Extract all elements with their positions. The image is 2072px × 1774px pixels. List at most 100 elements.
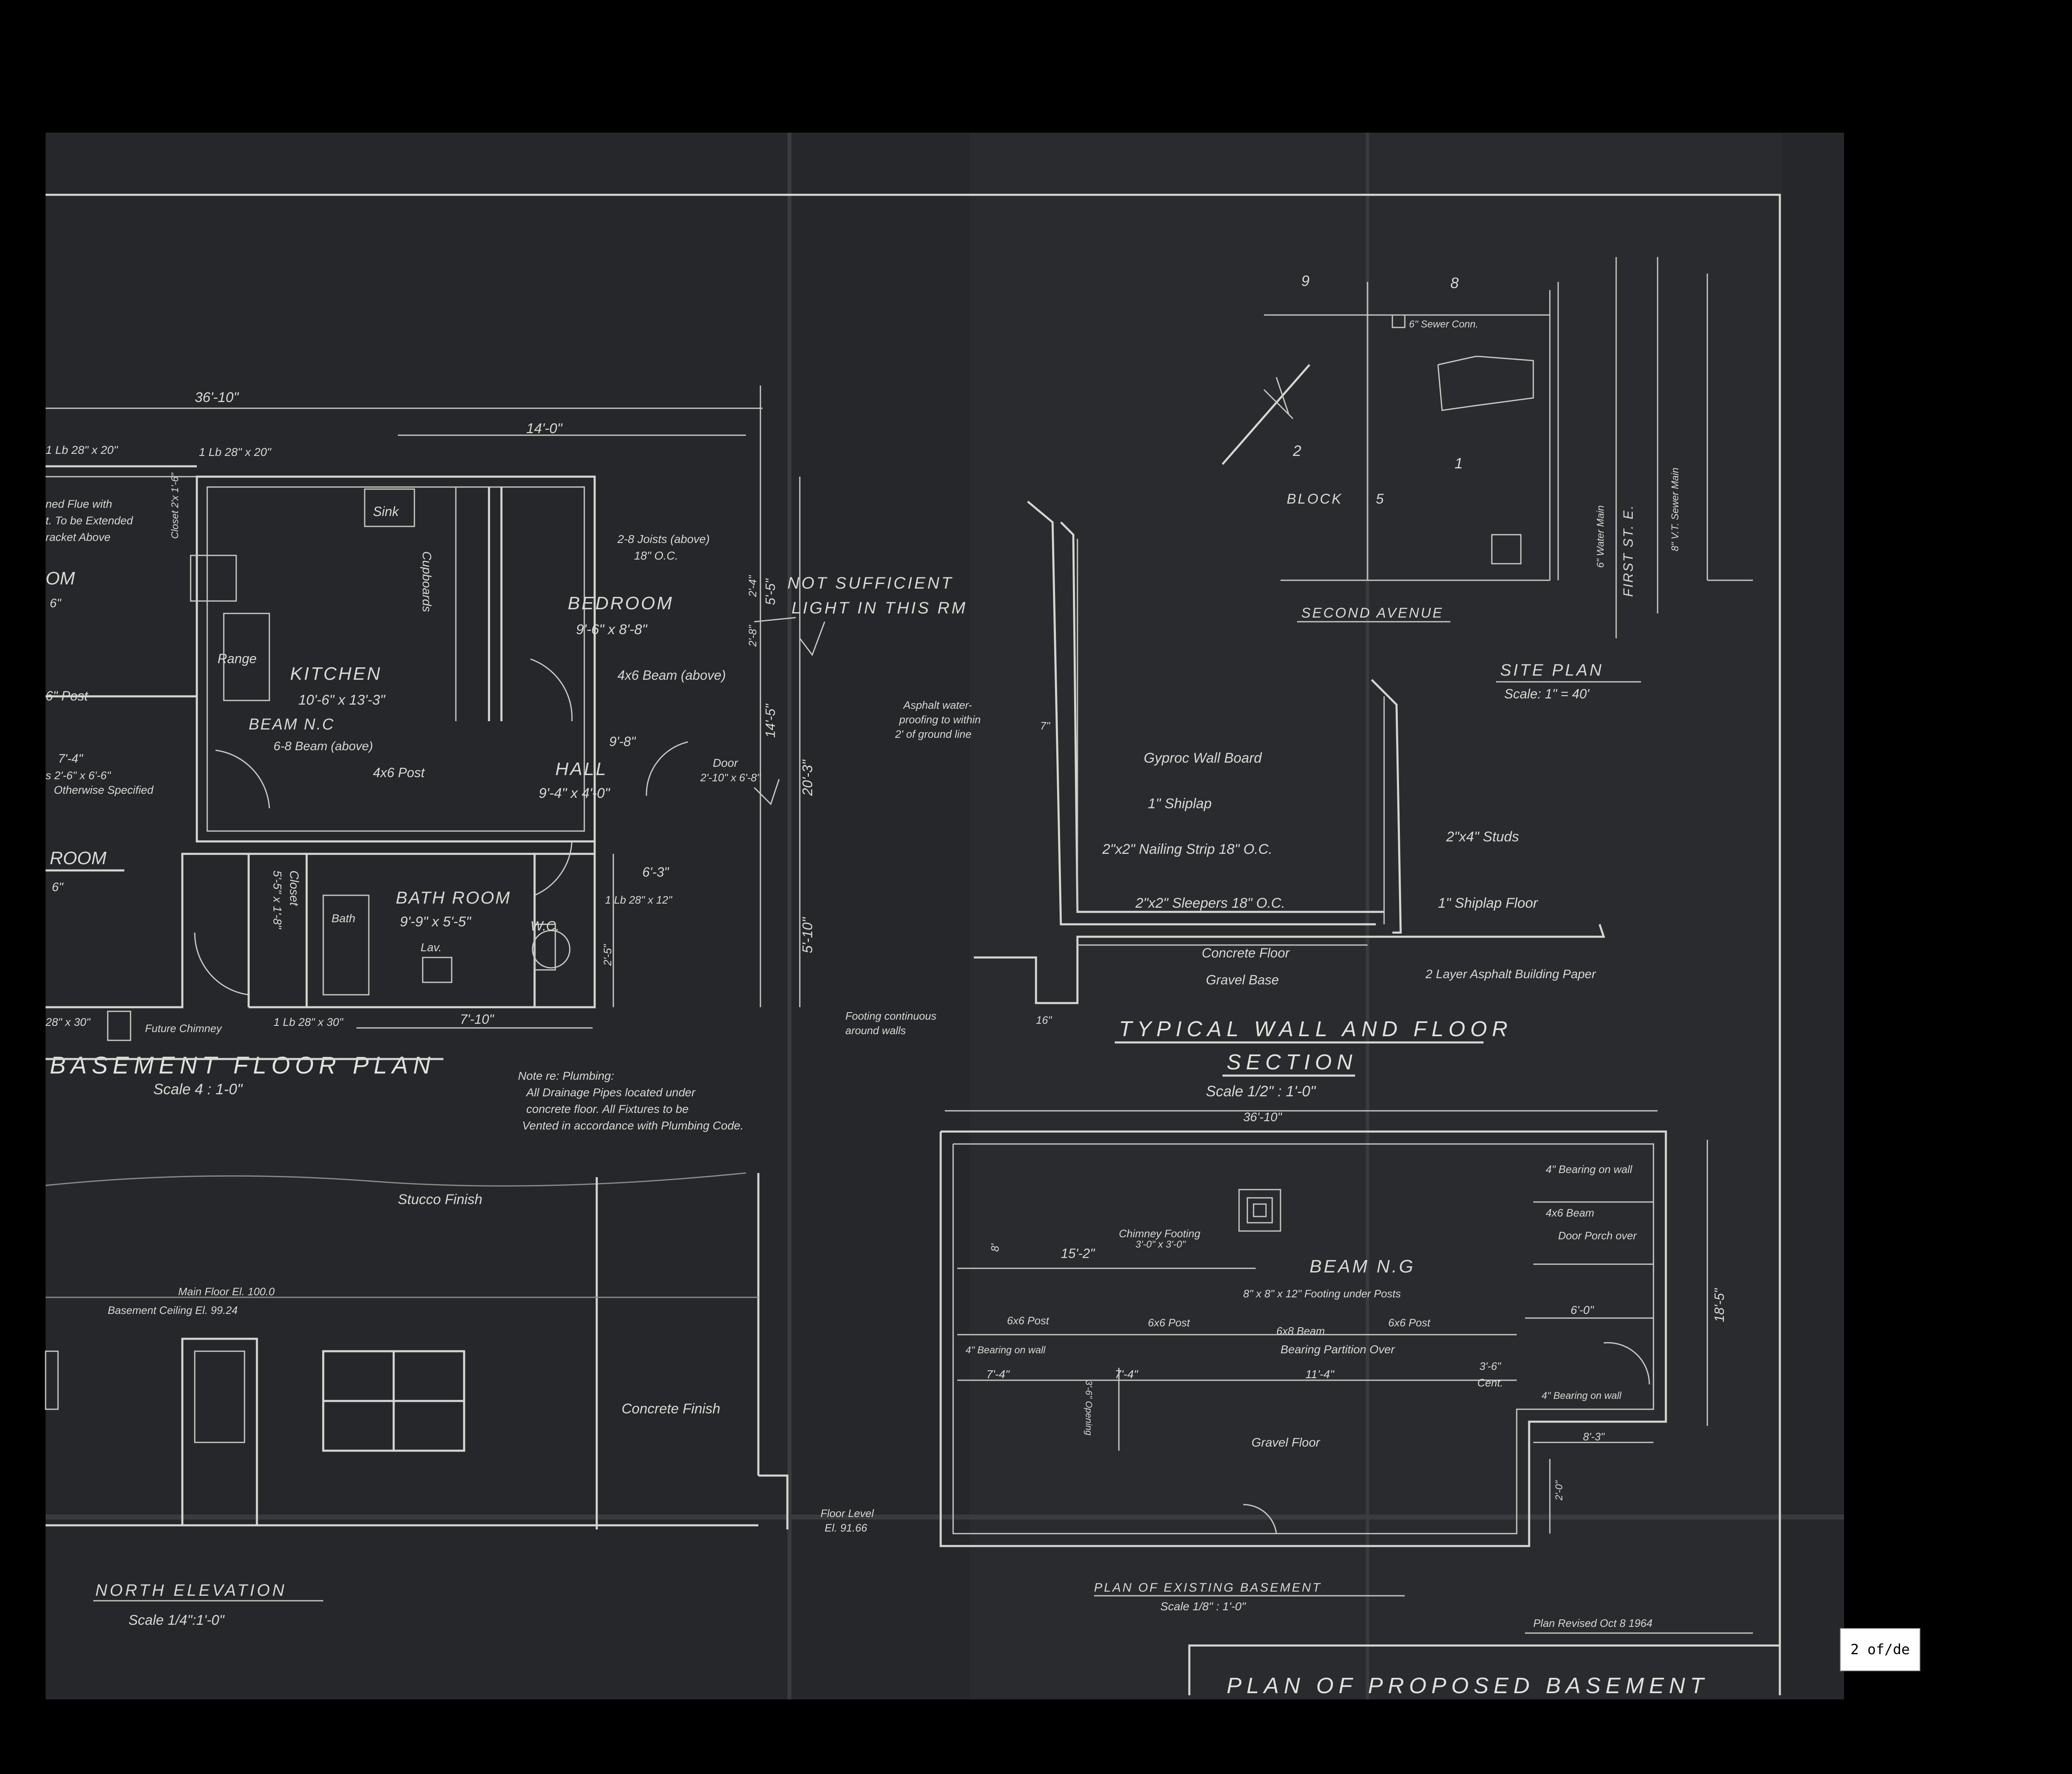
existing-plan-scale: Scale 1/8" : 1'-0" (1160, 1600, 1246, 1613)
concrete-floor: Concrete Floor (1202, 945, 1290, 960)
wall-section-scale: Scale 1/2" : 1'-0" (1206, 1083, 1317, 1100)
inspector-note-2: LIGHT IN THIS RM (792, 599, 967, 617)
future-chimney: Future Chimney (145, 1022, 223, 1035)
dim-63: 6'-3" (642, 865, 669, 880)
door-porch: Door Porch over (1558, 1229, 1637, 1242)
basement-floor-plan (46, 385, 801, 1029)
lot-8: 8 (1450, 274, 1459, 291)
plan-revised: Plan Revised Oct 8 1964 (1533, 1617, 1653, 1629)
dim-98: 9'-8" (609, 734, 636, 749)
door-label: Door (713, 756, 738, 769)
post-3: 6x6 Post (1388, 1316, 1431, 1329)
dim-16: 16" (1036, 1014, 1053, 1026)
beam-nc: BEAM N.C (249, 716, 335, 733)
sheet-border (46, 194, 1781, 1695)
lb-window-right: 1 Lb 28" x 12" (605, 894, 673, 906)
cent-label: Cent. (1477, 1377, 1503, 1389)
existing-dim-60: 6'-0" (1571, 1304, 1594, 1316)
stucco-finish: Stucco Finish (398, 1192, 482, 1207)
closet-dim: 5'-5" x 1'-8" (271, 870, 284, 929)
block-label: BLOCK (1287, 491, 1343, 507)
existing-dim-152: 15'-2" (1061, 1246, 1095, 1261)
bearing-wall-top: 4" Bearing on wall (1546, 1163, 1633, 1175)
title-block (1188, 1632, 1780, 1695)
bath-label: Bath (332, 912, 356, 925)
shiplap-floor: 1" Shiplap Floor (1438, 895, 1538, 911)
bathroom-dim: 9'-9" x 5'-5" (400, 914, 472, 930)
existing-dim-114: 11'-4" (1305, 1368, 1334, 1381)
kitchen-label: KITCHEN (290, 664, 382, 684)
asphalt-note-1: Asphalt water- (903, 699, 972, 711)
dim-14: 14'-0" (526, 421, 563, 436)
flue-note-3: racket Above (46, 531, 111, 543)
wc-label: W.C. (530, 919, 559, 933)
dim-28: 2'-8" (746, 624, 759, 647)
basement-plan-scale: Scale 4 : 1-0" (153, 1081, 243, 1098)
first-street: FIRST ST. E. (1621, 504, 1636, 597)
lb-window-top: 1 Lb 28" x 20" (199, 446, 271, 458)
site-plan-title: SITE PLAN (1500, 661, 1604, 679)
post-2: 6x6 Post (1148, 1316, 1191, 1329)
lot-1: 1 (1455, 455, 1463, 472)
main-floor-el: Main Floor El. 100.0 (178, 1285, 275, 1298)
inspector-check-marks (753, 617, 825, 805)
flue-note-1: ned Flue with (46, 498, 112, 510)
building-paper: 2 Layer Asphalt Building Paper (1425, 967, 1596, 981)
bearing-wall-right: 4" Bearing on wall (1542, 1390, 1622, 1401)
existing-dim-74b: 7'-4" (1115, 1368, 1138, 1381)
existing-beam-nc: BEAM N.G (1310, 1256, 1415, 1277)
site-plan-scale: Scale: 1" = 40' (1504, 686, 1590, 701)
bathroom-label: BATH ROOM (396, 888, 511, 907)
sleepers: 2"x2" Sleepers 18" O.C. (1135, 895, 1285, 911)
asphalt-note-2: proofing to within (899, 713, 981, 726)
kitchen-dim: 10'-6" x 13'-3" (298, 692, 386, 708)
plumbing-note-4: Vented in accordance with Plumbing Code. (522, 1119, 743, 1132)
elevation-scale: Scale 1/4":1'-0" (128, 1612, 225, 1628)
hall-dim: 9'-4" x 4'-0" (539, 785, 610, 801)
concrete-finish: Concrete Finish (622, 1401, 720, 1417)
joists-oc: 18" O.C. (634, 549, 678, 562)
beam-68: 6-8 Beam (above) (274, 739, 373, 753)
plumbing-note-1: Note re: Plumbing: (518, 1069, 614, 1082)
dim-7: 7" (1040, 720, 1051, 732)
sewer-conn: 6" Sewer Conn. (1409, 319, 1478, 330)
room-partial-1: OM (46, 568, 75, 589)
dim-510: 5'-10" (800, 916, 816, 953)
nailing: 2"x2" Nailing Strip 18" O.C. (1102, 841, 1272, 857)
existing-dim-83: 8'-3" (1583, 1430, 1605, 1443)
dim-24: 2'-4" (746, 574, 759, 597)
cupboards-label: Cupboards (420, 551, 433, 612)
basement-ceiling-el: Basement Ceiling El. 99.24 (108, 1304, 238, 1316)
wall-section-title-1: TYPICAL WALL AND FLOOR (1119, 1017, 1513, 1041)
room-partial-2-dim: 6" (52, 880, 64, 894)
second-avenue: SECOND AVENUE (1301, 605, 1444, 621)
dim-55: 5'-5" (763, 578, 778, 605)
plumbing-note-3: concrete floor. All Fixtures to be (526, 1103, 689, 1115)
gravel-base: Gravel Base (1206, 972, 1279, 987)
hall-label: HALL (555, 759, 608, 779)
otherwise: Otherwise Specified (54, 784, 154, 796)
footing-posts: 8" x 8" x 12" Footing under Posts (1243, 1287, 1401, 1300)
joists: 2-8 Joists (above) (617, 533, 710, 545)
closet-top: Closet 2'x 1'-6" (169, 472, 181, 539)
partial-doors: s 2'-6" x 6'-6" (46, 769, 111, 782)
dim-145: 14'-5" (763, 703, 778, 738)
beam-46: 4x6 Beam (above) (617, 668, 726, 683)
existing-basement-plan (939, 1110, 1708, 1547)
post-1: 6x6 Post (1007, 1314, 1050, 1327)
gravel-floor: Gravel Floor (1251, 1436, 1320, 1449)
site-plan (1222, 257, 1753, 638)
sink-label: Sink (373, 504, 399, 519)
door-dim: 2'-10" x 6'-8" (700, 771, 761, 784)
chimney-footing-dim: 3'-0" x 3'-0" (1135, 1239, 1186, 1250)
plumbing-note-2: All Drainage Pipes located under (525, 1086, 696, 1099)
wall-section-detail (974, 501, 1605, 1004)
dim-710: 7'-10" (460, 1012, 494, 1027)
partial-dim-74: 7'-4" (58, 752, 83, 766)
existing-dim-74a: 7'-4" (986, 1368, 1010, 1381)
north-elevation (45, 1172, 789, 1529)
closet-label: Closet (287, 870, 301, 906)
existing-dim-36: 3'-6" (1479, 1360, 1502, 1372)
chimney-footing: Chimney Footing (1119, 1227, 1201, 1240)
